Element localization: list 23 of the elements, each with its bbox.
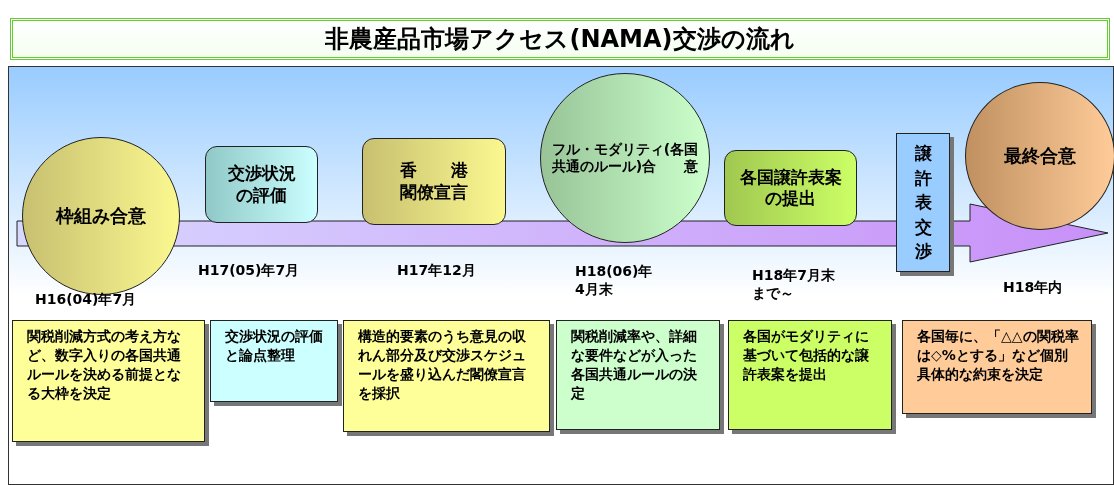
milestone-label: 香 港閣僚宣言 <box>399 160 469 203</box>
milestone-box <box>362 138 506 225</box>
milestone-label: 最終合意 <box>1003 144 1077 168</box>
date-label: H18年内 <box>1003 278 1064 296</box>
milestone-label: 枠組み合意 <box>54 204 147 228</box>
milestone-label: 譲許表交渉 <box>914 141 932 264</box>
description-text: 各国毎に、「△△の関税率は◇%とする」など個別具体的な約束を決定 <box>917 327 1080 384</box>
date-label: H16(04)年7月 <box>35 290 138 308</box>
milestone-box <box>205 146 318 223</box>
description-text: 関税削減率や、詳細な要件などが入った各国共通ルールの決定 <box>571 327 698 403</box>
date-label: H18(06)年4月末 <box>575 262 653 298</box>
description-text: 交渉状況の評価と論点整理 <box>225 327 324 365</box>
title-banner: 非農産品市場アクセス(NAMA)交渉の流れ <box>10 18 1110 60</box>
date-label: H18年7月末まで～ <box>752 266 836 302</box>
description-text: 構造的要素のうち意見の収れん部分及び交渉スケジュールを盛り込んだ閣僚宣言を採択 <box>358 327 527 403</box>
milestone-label: フル・モダリティ(各国共通のルール)合 意 <box>550 140 700 176</box>
description-text: 各国がモダリティに基づいて包括的な譲許表案を提出 <box>743 327 870 384</box>
date-label: H17(05)年7月 <box>198 261 301 279</box>
date-label: H17年12月 <box>397 261 477 279</box>
milestone-label: 交渉状況の評価 <box>226 163 297 206</box>
milestone-label: 各国譲許表案の提出 <box>738 166 843 210</box>
milestone-box <box>724 150 857 226</box>
description-text: 関税削減方式の考え方など、数字入りの各国共通ルールを決める前提となる大枠を決定 <box>27 327 182 403</box>
